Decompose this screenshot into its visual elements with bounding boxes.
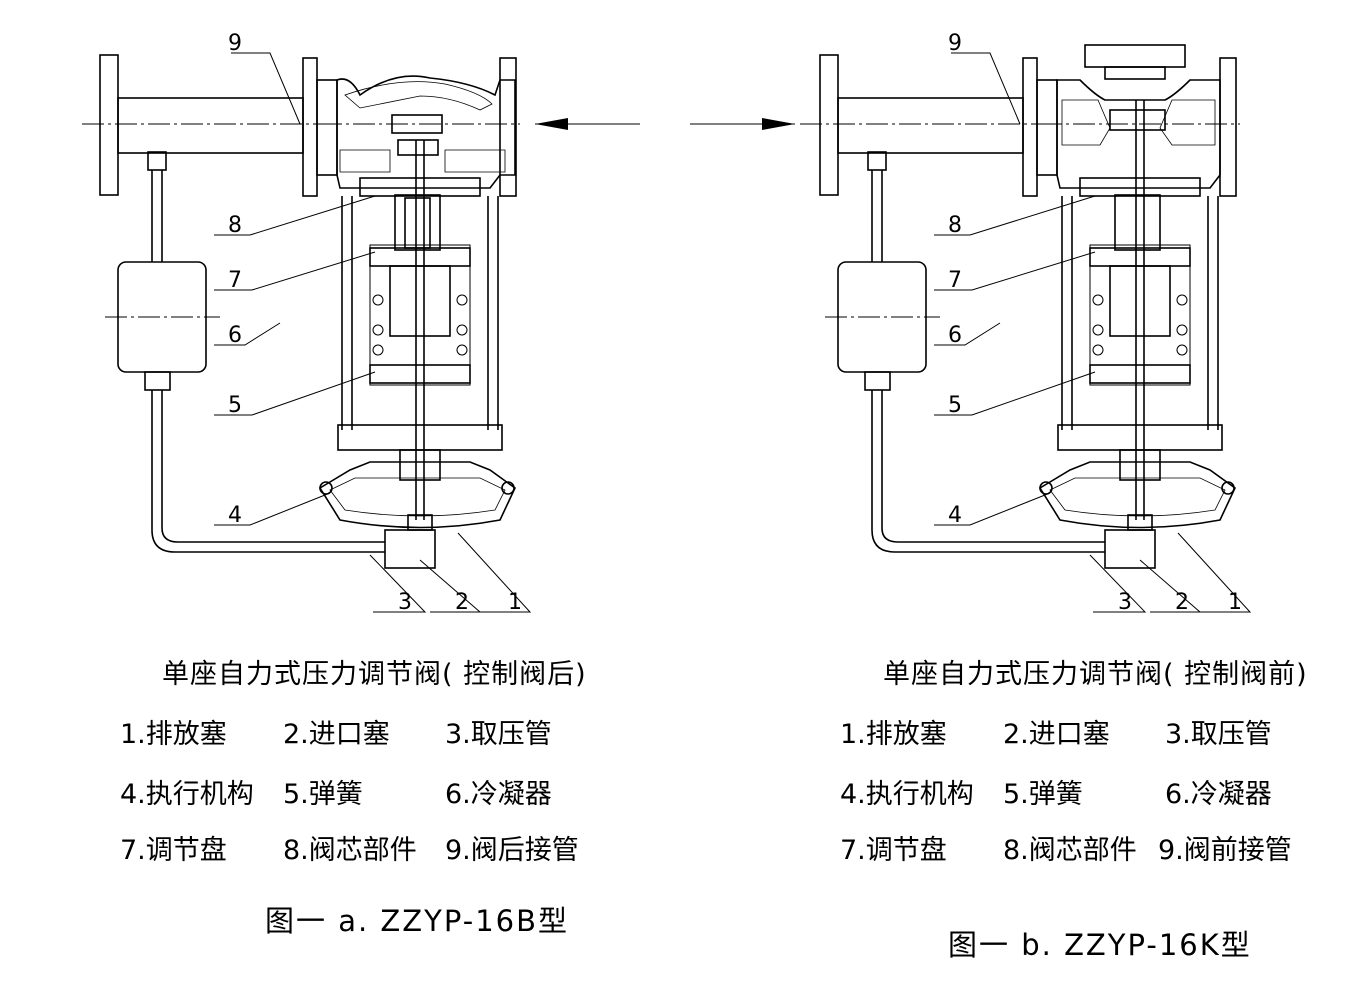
figure-caption: 图一 a. ZZYP-16B型 [265, 904, 569, 938]
legend-item: 6.冷凝器 [445, 779, 552, 810]
part-number-6: 6 [228, 323, 242, 348]
valve-drawing-b: 9 8 7 6 5 4 3 2 1 [690, 31, 1252, 615]
part-number-6: 6 [948, 323, 962, 348]
part-number-4: 4 [948, 503, 962, 528]
part-number-9: 9 [228, 31, 242, 56]
legend-item: 1.排放塞 [120, 719, 227, 750]
legend-item: 5.弹簧 [1003, 779, 1083, 810]
legend-item: 7.调节盘 [120, 835, 227, 866]
diagram-title: 单座自力式压力调节阀( 控制阀后) [162, 659, 587, 690]
part-number-3: 3 [1118, 590, 1132, 615]
legend-item: 9.阀后接管 [445, 835, 579, 866]
legend-item: 3.取压管 [445, 719, 552, 750]
legend-item: 6.冷凝器 [1165, 779, 1272, 810]
part-number-1: 1 [1228, 590, 1242, 615]
figure-caption: 图一 b. ZZYP-16K型 [948, 928, 1252, 962]
legend-item: 7.调节盘 [840, 835, 947, 866]
legend-item: 3.取压管 [1165, 719, 1272, 750]
diagram-title: 单座自力式压力调节阀( 控制阀前) [883, 659, 1308, 690]
part-number-1: 1 [508, 590, 522, 615]
part-number-8: 8 [948, 213, 962, 238]
part-number-2: 2 [455, 590, 469, 615]
part-number-7: 7 [948, 268, 962, 293]
part-number-5: 5 [948, 393, 962, 418]
part-number-5: 5 [228, 393, 242, 418]
part-number-7: 7 [228, 268, 242, 293]
legend-item: 2.进口塞 [1003, 719, 1110, 750]
part-number-4: 4 [228, 503, 242, 528]
valve-drawing-a: 9 8 7 6 5 4 3 2 1 [82, 31, 640, 615]
part-number-9: 9 [948, 31, 962, 56]
legend-item: 4.执行机构 [120, 779, 254, 810]
part-number-3: 3 [398, 590, 412, 615]
legend-item: 4.执行机构 [840, 779, 974, 810]
legend-item: 8.阀芯部件 [283, 835, 417, 866]
legend-item: 2.进口塞 [283, 719, 390, 750]
legend-item: 1.排放塞 [840, 719, 947, 750]
legend-item: 5.弹簧 [283, 779, 363, 810]
legend-item: 9.阀前接管 [1158, 835, 1292, 866]
part-number-8: 8 [228, 213, 242, 238]
legend-item: 8.阀芯部件 [1003, 835, 1137, 866]
part-number-2: 2 [1175, 590, 1189, 615]
